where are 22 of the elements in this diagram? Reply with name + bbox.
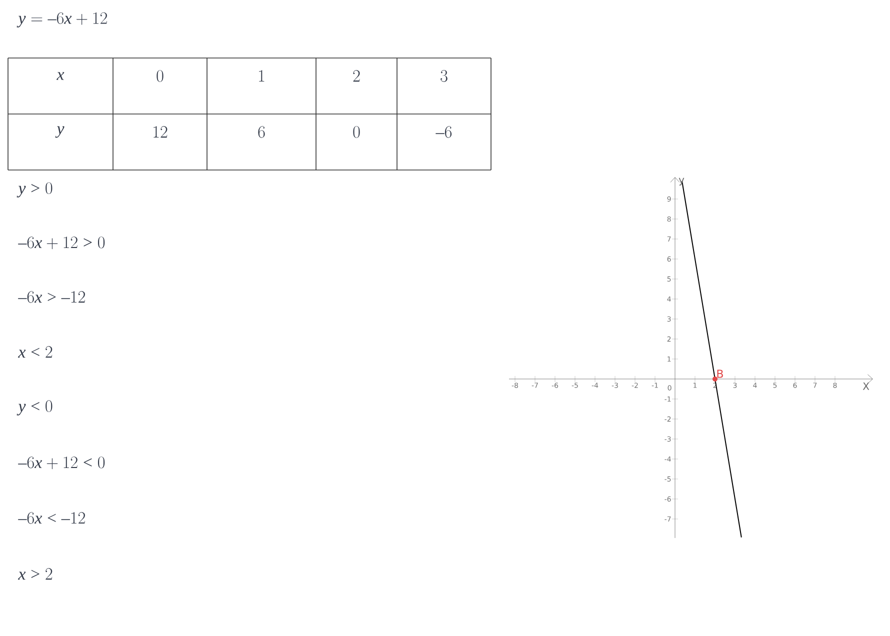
inequality: $-6x<-12$ [18, 512, 85, 524]
cell-value: $1$ [259, 70, 264, 82]
cell-value: $2$ [353, 70, 360, 82]
y-axis-title: y [678, 178, 684, 186]
x-axis-title: X [862, 382, 870, 390]
cell-value: $0$ [353, 126, 360, 138]
cell-value: $12$ [154, 126, 168, 138]
inequality: $y<0$ [16, 400, 52, 416]
inequality: $x>2$ [18, 568, 52, 580]
inequality: $-6x>-12$ [18, 291, 85, 303]
cell-value: $x$ [56, 72, 64, 80]
cell-value: $0$ [156, 70, 164, 82]
inequality: $y>0$ [16, 182, 52, 198]
cell-value: $6$ [258, 126, 265, 138]
cell-value: $-6$ [436, 126, 452, 138]
annotation: B [717, 370, 723, 378]
cell-value: $3$ [440, 70, 448, 82]
equation: $y=-6x+12$ [16, 12, 107, 28]
inequality: $-6x+12<0$ [18, 456, 105, 470]
inequality: $-6x+12>0$ [18, 236, 105, 250]
inequality: $x<2$ [18, 346, 52, 358]
cell-value: $y$ [55, 126, 64, 138]
